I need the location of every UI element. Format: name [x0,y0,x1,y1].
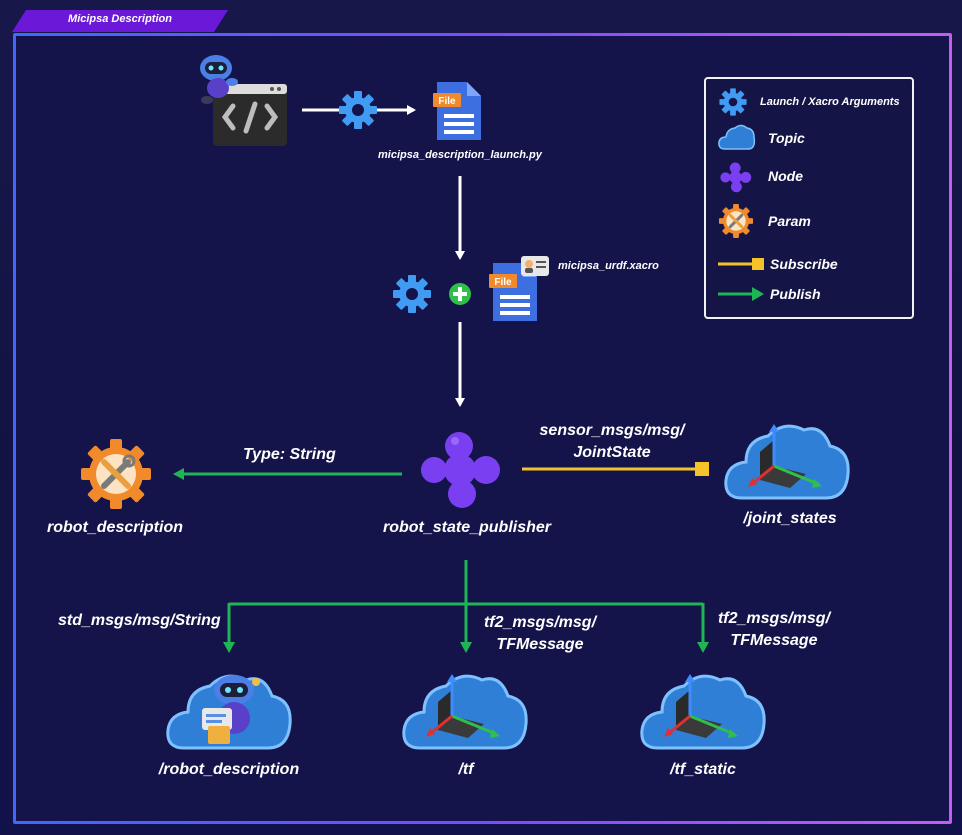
legend-item-topic: Topic [718,123,908,153]
file-badge-label: File [438,96,456,107]
publication-msg-tf: tf2_msgs/msg/ TFMessage [484,612,596,656]
publish-arrow-icon [718,287,764,301]
node-blob-icon [720,162,752,193]
topic-label-tf: /tf [458,761,474,778]
legend-item-subscribe: Subscribe [718,251,908,281]
node-blob-icon [421,432,500,508]
launch-file-label: micipsa_description_launch.py [378,149,542,161]
legend-label-publish: Publish [770,286,821,302]
axes-icon [664,674,738,738]
topic-cloud-icon [166,674,292,750]
gear-icon [719,88,747,116]
axes-icon [748,424,822,488]
topic-label-joint-states: /joint_states [743,510,837,527]
legend-label-launch-args: Launch / Xacro Arguments [760,96,900,108]
title-tab: Micipsa Description [12,10,228,32]
robot-icon [202,675,260,744]
plus-icon [449,283,471,305]
publication-msg-tf-line1: tf2_msgs/msg/ [483,614,597,631]
legend-label-topic: Topic [768,130,805,146]
robot-icon [200,55,238,104]
topic-cloud-icon [640,674,766,750]
urdf-file-label: micipsa_urdf.xacro [558,260,659,272]
title-tab-label: Micipsa Description [68,13,172,25]
file-icon: File [433,82,481,140]
topic-cloud-icon [402,674,528,750]
legend-item-node: Node [718,161,908,193]
legend-label-param: Param [768,213,811,229]
subscription-msg-line1: sensor_msgs/msg/ [539,422,685,439]
file-icon: File [489,256,549,321]
topic-cloud-icon [718,124,756,150]
topic-label-robot-description: /robot_description [158,761,300,778]
legend-item-param: Param [718,203,908,239]
node-label: robot_state_publisher [382,519,552,536]
param-tools-icon [81,439,151,509]
subscription-msg-type: sensor_msgs/msg/ JointState [540,420,685,464]
publication-msg-tf-static-line2: TFMessage [730,632,818,649]
param-edge-label: Type: String [243,446,336,463]
subscribe-end-square [695,462,709,476]
legend-item-publish: Publish [718,281,908,311]
gear-icon [339,91,377,129]
gear-icon [393,275,431,313]
publication-msg-tf-line2: TFMessage [496,636,584,653]
subscription-msg-line2: JointState [573,444,651,461]
legend-panel: Launch / Xacro Arguments Topic Node [704,77,914,319]
param-label: robot_description [46,519,184,536]
publication-msg-robot-description: std_msgs/msg/String [58,612,221,629]
topic-label-tf-static: /tf_static [670,761,736,778]
legend-item-launch-args: Launch / Xacro Arguments [718,87,908,117]
param-tools-icon [718,203,754,239]
code-window-icon [213,84,287,146]
topic-cloud-icon [724,424,850,500]
publication-msg-tf-static: tf2_msgs/msg/ TFMessage [718,608,830,652]
subscribe-line-icon [718,258,764,270]
file-badge-label: File [494,277,512,288]
legend-label-subscribe: Subscribe [770,256,838,272]
legend-label-node: Node [768,168,803,184]
publication-msg-tf-static-line1: tf2_msgs/msg/ [717,610,831,627]
axes-icon [426,674,500,738]
